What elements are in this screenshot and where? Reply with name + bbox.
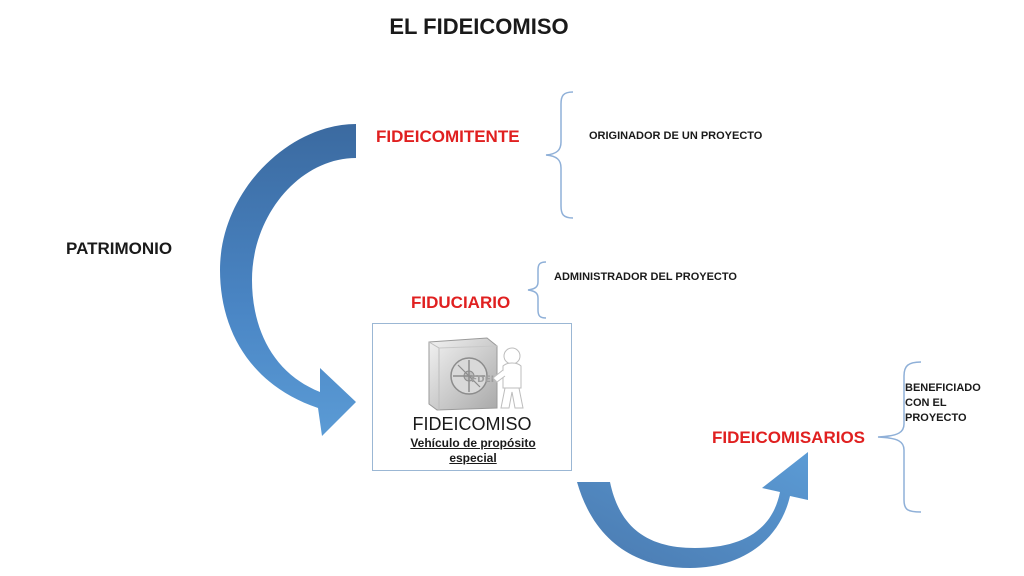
fideicomiso-subtitle: Vehículo de propósito especial [383,436,563,466]
bracket-fiduciario [527,261,547,319]
bracket-fideicomitente [545,91,574,219]
fideicomiso-subtitle-line-1: Vehículo de propósito [410,436,536,450]
curved-arrow-beneficiarios [577,452,808,568]
fideicomiso-box: FDEI FIDEICOMISO Vehículo de propósito e… [372,323,572,471]
desc-administrador: ADMINISTRADOR DEL PROYECTO [554,271,737,283]
label-patrimonio: PATRIMONIO [66,239,173,258]
fideicomiso-title: FIDEICOMISO [412,414,532,434]
safe-icon: FDEI [428,337,524,411]
desc-beneficiado-line-1: BENEFICIADO [905,382,981,394]
safe-watermark-text: FDEI [471,375,494,385]
label-fideicomitente: FIDEICOMITENTE [376,127,520,146]
label-fiduciario: FIDUCIARIO [411,293,511,312]
desc-beneficiado: BENEFICIADO CON EL PROYECTO [905,381,981,426]
desc-beneficiado-line-2: CON EL [905,397,947,409]
fideicomiso-subtitle-line-2: especial [449,451,497,465]
label-fideicomisarios: FIDEICOMISARIOS [712,428,866,447]
bracket-fideicomisarios [877,361,922,513]
curved-arrow-patrimonio [220,124,356,436]
desc-originador: ORIGINADOR DE UN PROYECTO [589,130,763,142]
page-title: EL FIDEICOMISO [389,14,569,39]
desc-beneficiado-line-3: PROYECTO [905,412,967,424]
